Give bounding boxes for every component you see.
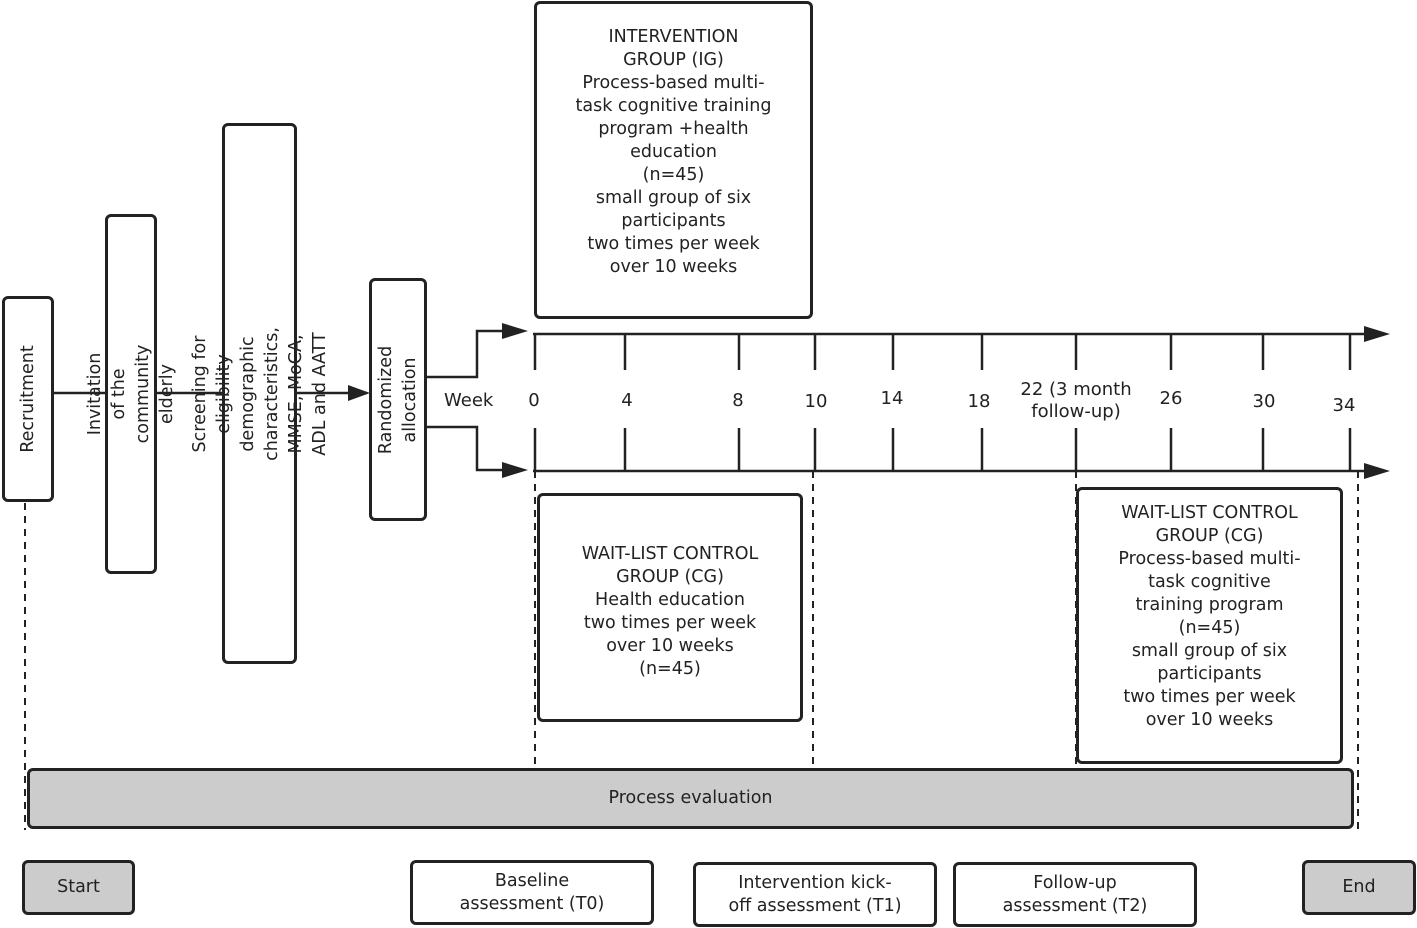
process-evaluation-label: Process evaluation bbox=[608, 788, 773, 808]
arrowhead bbox=[502, 462, 528, 478]
intervention-group-text: INTERVENTION GROUP (IG) Process-based mu… bbox=[575, 27, 772, 277]
tick-label: 10 bbox=[804, 391, 828, 412]
start-box: Start bbox=[22, 860, 135, 915]
arrowhead bbox=[502, 323, 528, 339]
tick-label: 18 bbox=[967, 391, 991, 412]
week-label: Week bbox=[444, 390, 494, 411]
randomized-allocation-label: Randomized allocation bbox=[376, 345, 420, 454]
waitlist-group-text-phase1: WAIT-LIST CONTROL GROUP (CG) Health educ… bbox=[581, 544, 759, 679]
tick-label: 4 bbox=[621, 390, 633, 411]
baseline-assessment-box: Baseline assessment (T0) bbox=[410, 860, 654, 925]
screening-label: Screening for eligibility demographic ch… bbox=[189, 326, 330, 461]
tick-label-followup: 22 (3 month follow-up) bbox=[1020, 379, 1132, 422]
randomized-allocation-box: Randomized allocation bbox=[369, 278, 427, 521]
waitlist-group-box-phase2: WAIT-LIST CONTROL GROUP (CG) Process-bas… bbox=[1076, 487, 1343, 764]
start-label: Start bbox=[57, 877, 100, 897]
recruitment-box: Recruitment bbox=[2, 296, 54, 502]
arrowhead bbox=[1364, 326, 1390, 342]
process-evaluation-bar: Process evaluation bbox=[27, 768, 1354, 829]
tick-marks bbox=[533, 334, 1352, 471]
invitation-box: Invitation of the community elderly bbox=[85, 214, 177, 574]
tick-label: 0 bbox=[528, 390, 540, 411]
branch-to-waitlist bbox=[427, 425, 508, 472]
waitlist-group-box-phase1: WAIT-LIST CONTROL GROUP (CG) Health educ… bbox=[537, 493, 803, 722]
branch-to-intervention bbox=[427, 329, 508, 379]
invitation-label: Invitation of the community elderly bbox=[85, 344, 177, 444]
arrowhead bbox=[348, 385, 370, 401]
tick-label: 14 bbox=[880, 388, 904, 409]
recruitment-label: Recruitment bbox=[18, 345, 38, 453]
kickoff-assessment-label: Intervention kick- off assessment (T1) bbox=[728, 872, 902, 916]
followup-assessment-label: Follow-up assessment (T2) bbox=[1002, 872, 1148, 916]
waitlist-group-text-phase2: WAIT-LIST CONTROL GROUP (CG) Process-bas… bbox=[1118, 503, 1301, 730]
tick-label: 26 bbox=[1159, 388, 1183, 409]
arrowhead bbox=[1364, 463, 1390, 479]
kickoff-assessment-box: Intervention kick- off assessment (T1) bbox=[693, 862, 937, 927]
baseline-assessment-label: Baseline assessment (T0) bbox=[459, 870, 605, 914]
screening-box: Screening for eligibility demographic ch… bbox=[190, 123, 330, 664]
followup-assessment-box: Follow-up assessment (T2) bbox=[953, 862, 1197, 927]
end-label: End bbox=[1342, 877, 1376, 897]
end-box: End bbox=[1302, 860, 1416, 915]
tick-label: 8 bbox=[732, 390, 744, 411]
tick-label: 34 bbox=[1332, 395, 1356, 416]
tick-label: 30 bbox=[1252, 391, 1276, 412]
intervention-group-box: INTERVENTION GROUP (IG) Process-based mu… bbox=[534, 1, 813, 319]
